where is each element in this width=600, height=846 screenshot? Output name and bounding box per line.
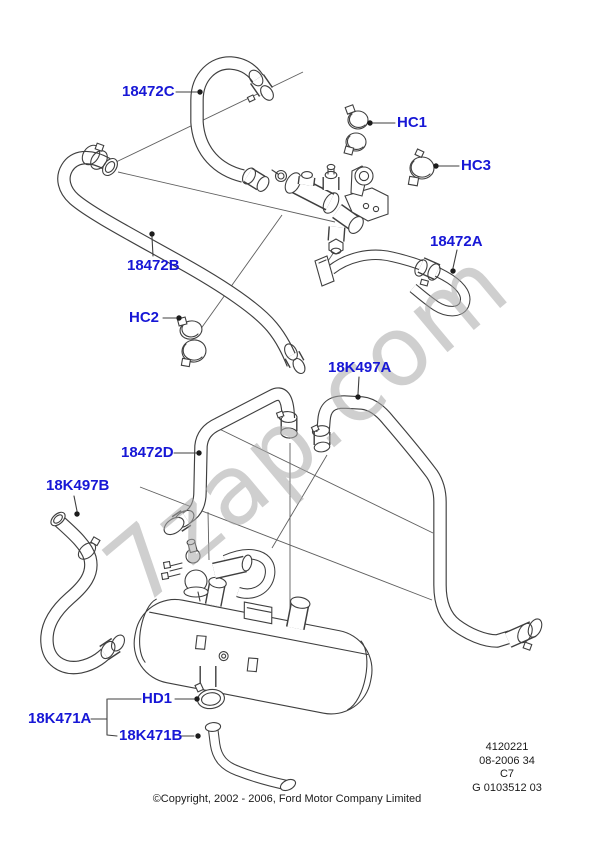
hose-18472D <box>163 387 298 536</box>
part-label-18K471B[interactable]: 18K471B <box>119 727 183 744</box>
hose-18K497A <box>310 395 543 651</box>
part-label-18472A[interactable]: 18472A <box>430 233 483 250</box>
hose-18K497B <box>40 511 126 675</box>
part-label-HC2[interactable]: HC2 <box>129 309 160 326</box>
hose-18472C <box>190 56 274 192</box>
doc-ref: G 0103512 03 <box>472 781 542 794</box>
clamp-HD1 <box>194 682 225 710</box>
part-label-HC3[interactable]: HC3 <box>461 157 492 174</box>
doc-code: C7 <box>499 768 515 780</box>
part-label-18K497B[interactable]: 18K497B <box>46 477 110 494</box>
doc-number: 4120221 <box>485 741 529 753</box>
part-label-HC1[interactable]: HC1 <box>397 114 428 131</box>
part-label-18K471A[interactable]: 18K471A <box>28 710 92 727</box>
document-reference-block: 4120221 08-2006 34 C7 G 0103512 03 <box>440 741 574 795</box>
part-label-18472D[interactable]: 18472D <box>121 444 174 461</box>
clamp-HC1 <box>343 104 369 156</box>
heater-control-valve-assembly <box>271 163 389 255</box>
auxiliary-heater-unit <box>133 538 373 715</box>
clamp-HC3 <box>407 148 435 187</box>
hose-18472B <box>57 142 306 375</box>
copyright-notice: ©Copyright, 2002 - 2006, Ford Motor Comp… <box>152 793 422 805</box>
hose-18472A <box>314 249 471 317</box>
heater-pump-cluster <box>160 538 276 602</box>
hose-18K471B <box>204 722 297 792</box>
part-label-18472B[interactable]: 18472B <box>127 257 180 274</box>
doc-date: 08-2006 34 <box>479 754 535 767</box>
part-label-18K497A[interactable]: 18K497A <box>328 359 392 376</box>
leader-lines <box>73 89 460 739</box>
part-label-HD1[interactable]: HD1 <box>142 690 173 707</box>
part-label-18472C[interactable]: 18472C <box>122 83 175 100</box>
